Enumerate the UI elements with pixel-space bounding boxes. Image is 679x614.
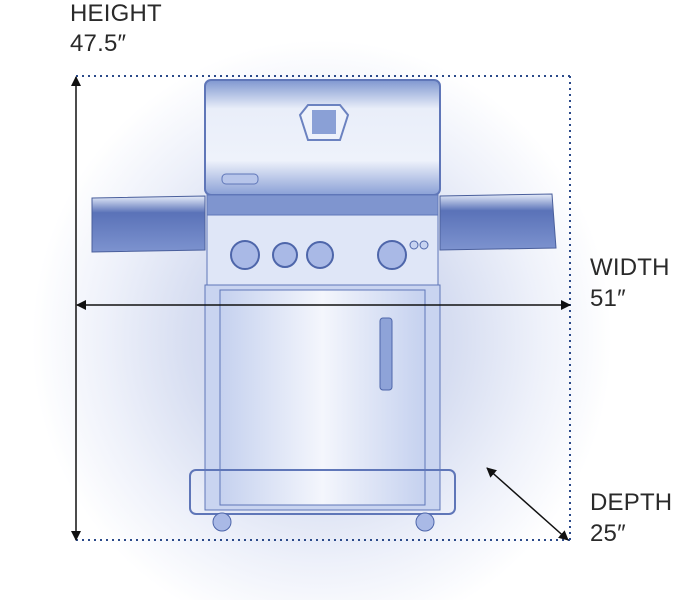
cabinet [189,284,456,532]
napoleon-logo [221,173,259,185]
width-value: 51″ [590,285,626,312]
grill-lid [204,79,441,196]
burner-knob-2 [272,242,298,268]
brand-emblem-icon [312,110,336,134]
right-side-shelf [439,193,557,251]
depth-value: 25″ [590,520,626,547]
wheel-right [415,512,435,532]
wheel-left [212,512,232,532]
dimension-bounds [76,75,571,541]
burner-knob-1 [230,240,260,270]
cabinet-door [219,289,426,506]
left-side-shelf [91,195,206,253]
height-value: 47.5″ [70,30,127,57]
depth-arrow [486,467,569,541]
control-panel [206,194,439,286]
depth-label: DEPTH [590,489,673,516]
height-label: HEIGHT [70,0,162,27]
width-label: WIDTH [590,254,670,281]
cart-base [189,469,456,515]
door-handle [379,317,393,391]
burner-knob-4 [377,240,407,270]
burner-knob-3 [306,241,334,269]
